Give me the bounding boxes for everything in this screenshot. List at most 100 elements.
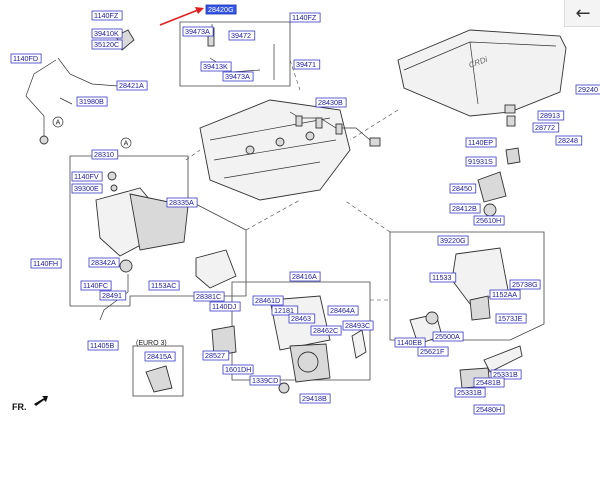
part-label-29[interactable]: 28464A bbox=[327, 305, 359, 316]
part-label-box bbox=[288, 313, 316, 324]
part-label-box bbox=[465, 137, 497, 148]
part-label-57[interactable]: 25331B bbox=[454, 387, 486, 398]
part-label-box bbox=[289, 271, 321, 282]
part-label-11[interactable]: 28421A bbox=[116, 80, 148, 91]
engine-cover: CRDi bbox=[397, 29, 567, 127]
glow-plug-harness bbox=[289, 111, 381, 147]
part-label-box bbox=[10, 53, 42, 64]
part-label-28[interactable]: 28463 bbox=[288, 313, 316, 324]
part-label-30[interactable]: 28462C bbox=[310, 325, 342, 336]
part-label-box bbox=[327, 305, 359, 316]
part-label-19[interactable]: 28342A bbox=[88, 257, 120, 268]
part-label-27[interactable]: 12181 bbox=[271, 305, 299, 316]
part-label-12[interactable]: 31980B bbox=[76, 96, 108, 107]
part-label-50[interactable]: 1152AA bbox=[489, 289, 521, 300]
part-label-box bbox=[222, 71, 254, 82]
part-label-51[interactable]: 1573JE bbox=[495, 313, 527, 324]
part-label-5[interactable]: 39473A bbox=[182, 26, 214, 37]
part-label-24[interactable]: 1140DJ bbox=[209, 301, 241, 312]
part-label-box bbox=[293, 59, 321, 70]
part-label-41[interactable]: 28248 bbox=[555, 135, 583, 146]
part-number-text: 39220G bbox=[440, 236, 466, 245]
part-number-text: 25610H bbox=[476, 216, 501, 225]
part-label-43[interactable]: 91931S bbox=[465, 156, 497, 167]
part-label-6[interactable]: 39472 bbox=[228, 30, 256, 41]
part-label-16[interactable]: 39300E bbox=[71, 183, 103, 194]
part-number-text: 39472 bbox=[231, 31, 251, 40]
part-label-45[interactable]: 28412B bbox=[449, 203, 481, 214]
part-label-box bbox=[249, 375, 281, 386]
part-label-49[interactable]: 25738G bbox=[509, 279, 541, 290]
part-label-40[interactable]: 28772 bbox=[532, 122, 560, 133]
part-label-2[interactable]: 1140FZ bbox=[289, 12, 321, 23]
part-label-18[interactable]: 1140FH bbox=[30, 258, 62, 269]
part-label-26[interactable]: 28461D bbox=[252, 295, 284, 306]
part-number-text: 25481B bbox=[476, 378, 501, 387]
arrow-left-icon: ← bbox=[575, 2, 591, 24]
part-label-56[interactable]: 25481B bbox=[473, 377, 505, 388]
part-number-text: 1601DH bbox=[225, 365, 251, 374]
part-label-4[interactable]: 35120C bbox=[91, 39, 123, 50]
part-label-14[interactable]: 28310 bbox=[91, 149, 119, 160]
part-number-text: 39473A bbox=[185, 27, 210, 36]
part-label-9[interactable]: 39473A bbox=[222, 71, 254, 82]
part-label-20[interactable]: 1140FC bbox=[80, 280, 112, 291]
part-label-3[interactable]: 39410K bbox=[91, 28, 123, 39]
svg-text:A: A bbox=[124, 141, 129, 148]
part-label-39[interactable]: 28913 bbox=[537, 110, 565, 121]
part-label-35[interactable]: 1601DH bbox=[222, 364, 254, 375]
part-label-0[interactable]: 1140FZ bbox=[91, 10, 123, 21]
part-label-52[interactable]: 25500A bbox=[432, 331, 464, 342]
part-number-text: 29418B bbox=[302, 394, 327, 403]
part-label-box bbox=[449, 183, 477, 194]
part-label-box bbox=[271, 305, 299, 316]
part-label-13[interactable]: 28430B bbox=[315, 97, 347, 108]
part-label-box bbox=[91, 39, 123, 50]
part-label-box bbox=[148, 280, 180, 291]
part-label-25[interactable]: 28416A bbox=[289, 271, 321, 282]
part-label-48[interactable]: 11533 bbox=[429, 272, 457, 283]
part-label-8[interactable]: 39413K bbox=[200, 61, 232, 72]
part-label-17[interactable]: 28335A bbox=[166, 197, 198, 208]
part-label-46[interactable]: 25610H bbox=[473, 215, 505, 226]
part-label-55[interactable]: 25331B bbox=[490, 369, 522, 380]
part-label-23[interactable]: 28381C bbox=[193, 291, 225, 302]
part-label-box bbox=[76, 96, 108, 107]
part-label-42[interactable]: 1140EP bbox=[465, 137, 497, 148]
part-label-54[interactable]: 1140EB bbox=[394, 337, 426, 348]
part-label-22[interactable]: 28491 bbox=[99, 290, 127, 301]
part-label-box bbox=[88, 257, 120, 268]
part-label-44[interactable]: 28450 bbox=[449, 183, 477, 194]
part-number-text: 91931S bbox=[468, 157, 493, 166]
part-number-text: 12181 bbox=[274, 306, 294, 315]
part-number-text: 28493C bbox=[345, 321, 370, 330]
part-label-58[interactable]: 25480H bbox=[473, 404, 505, 415]
part-label-10[interactable]: 39471 bbox=[293, 59, 321, 70]
part-label-box bbox=[71, 183, 103, 194]
part-number-text: 11405B bbox=[90, 341, 114, 350]
part-label-47[interactable]: 39220G bbox=[437, 235, 469, 246]
part-number-text: 25331B bbox=[457, 388, 482, 397]
part-label-33[interactable]: 28415A bbox=[144, 351, 176, 362]
part-label-34[interactable]: 28527 bbox=[202, 350, 230, 361]
part-number-text: 1339CD bbox=[252, 376, 278, 385]
part-label-1[interactable]: 28420G bbox=[205, 4, 237, 15]
part-label-15[interactable]: 1140FV bbox=[71, 171, 103, 182]
part-label-box bbox=[289, 12, 321, 23]
part-number-text: 28491 bbox=[102, 291, 122, 300]
part-label-7[interactable]: 1140FD bbox=[10, 53, 42, 64]
part-number-text: 28461D bbox=[255, 296, 280, 305]
part-label-36[interactable]: 1339CD bbox=[249, 375, 281, 386]
part-label-box bbox=[537, 110, 565, 121]
part-number-text: 28430B bbox=[318, 98, 343, 107]
part-label-31[interactable]: 28493C bbox=[342, 320, 374, 331]
part-label-21[interactable]: 1153AC bbox=[148, 280, 180, 291]
part-number-text: 1140FH bbox=[33, 259, 58, 268]
part-label-38[interactable]: 29240 bbox=[575, 84, 600, 95]
part-label-32[interactable]: 11405B bbox=[87, 340, 119, 351]
back-button[interactable]: ← bbox=[564, 0, 600, 27]
part-label-37[interactable]: 29418B bbox=[299, 393, 331, 404]
part-label-53[interactable]: 25621F bbox=[417, 346, 449, 357]
part-number-text: 29240 bbox=[578, 85, 598, 94]
part-label-box bbox=[252, 295, 284, 306]
